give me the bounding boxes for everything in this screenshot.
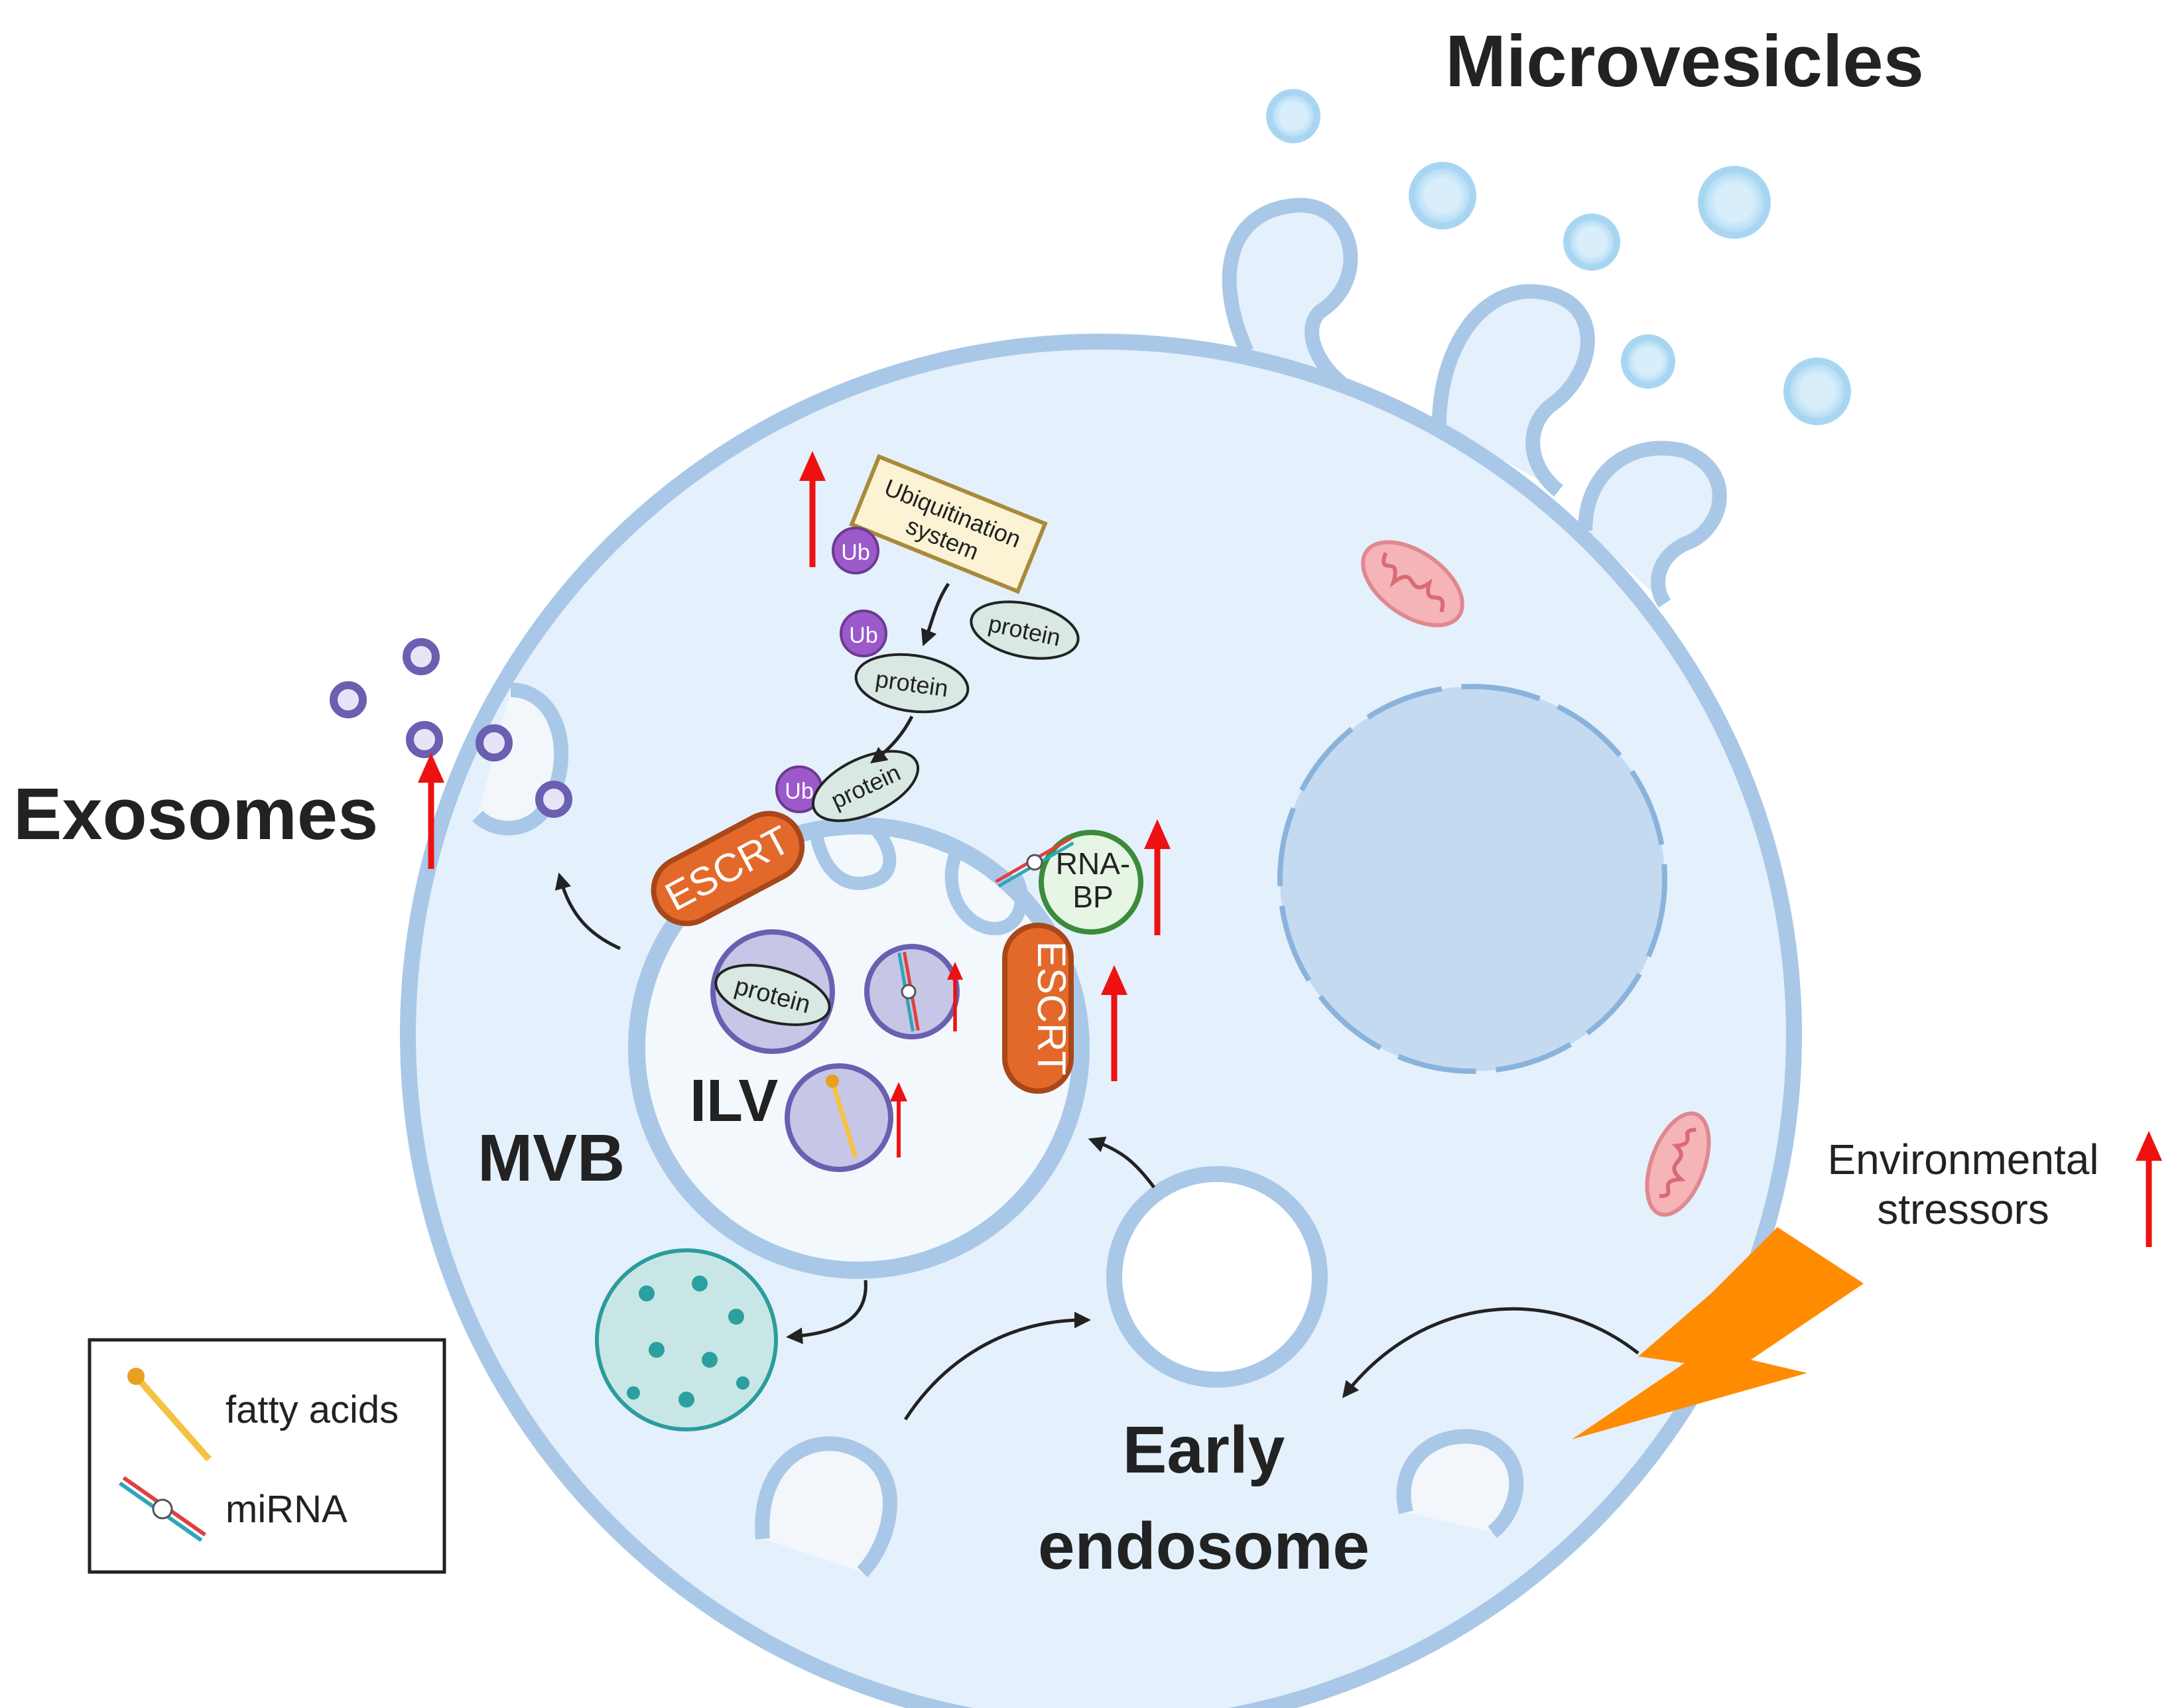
arrow-mvb-to-lysosome xyxy=(786,1280,867,1345)
mitochondria-icon xyxy=(1361,540,1464,627)
escrt-label: ESCRT xyxy=(1029,941,1074,1075)
rna-bp xyxy=(1039,830,1143,935)
arrow-mvb-to-exosomes xyxy=(554,872,621,951)
rna-bp-label-line2: BP xyxy=(1072,880,1113,914)
microvesicle xyxy=(1409,162,1476,230)
legend-label: miRNA xyxy=(225,1488,348,1531)
ilv-fatty-acid xyxy=(785,1063,893,1172)
protein: protein xyxy=(970,600,1080,660)
microvesicle xyxy=(1698,166,1771,239)
exosomes-group xyxy=(330,638,572,818)
environmental-up-arrow xyxy=(2136,1131,2162,1247)
fatty-acid-icon xyxy=(127,1368,212,1462)
exosome xyxy=(330,681,367,718)
membrane-bud xyxy=(1432,284,1595,497)
membrane-invagination-right xyxy=(1396,1429,1524,1538)
ilv-protein: protein xyxy=(710,929,835,1054)
microvesicles-group xyxy=(1266,89,1851,425)
ub-label: Ub xyxy=(849,623,877,648)
arrow-endocytosis-to-endosome xyxy=(903,1311,1091,1421)
environmental-stressors-line1: Environmental xyxy=(1827,1136,2098,1183)
mvb-bud xyxy=(809,824,897,890)
mvb-bud xyxy=(944,853,1028,936)
microvesicle xyxy=(1266,89,1320,143)
ub-label: Ub xyxy=(841,540,869,565)
mirna-icon xyxy=(897,951,920,1032)
early-endosome-label-line1: Early xyxy=(1123,1413,1285,1487)
nucleus xyxy=(1277,684,1667,1074)
escrt-complex: ESCRT xyxy=(651,811,805,927)
protein: protein xyxy=(854,653,970,714)
microvesicle xyxy=(1783,358,1851,425)
protein: protein xyxy=(811,750,920,822)
early-endosome xyxy=(1106,1166,1328,1388)
ub-tag xyxy=(840,610,887,657)
flow-arrow xyxy=(921,582,950,647)
membrane-invagination-bottom xyxy=(755,1436,897,1577)
arrow-endosome-to-mvb xyxy=(1088,1136,1155,1189)
lightning-icon xyxy=(1572,1227,1864,1439)
microvesicle xyxy=(1563,214,1620,271)
mvb-label: MVB xyxy=(478,1121,625,1195)
mirna-icon xyxy=(118,1476,207,1542)
lysosome xyxy=(595,1248,778,1431)
membrane-bud xyxy=(1222,198,1358,398)
ilv-label: ILV xyxy=(690,1068,778,1134)
early-endosome-label-line2: endosome xyxy=(1038,1509,1370,1583)
mirna-icon xyxy=(995,836,1074,888)
exosome xyxy=(406,721,443,758)
exosome xyxy=(535,781,572,818)
escrt-complex: ESCRT xyxy=(1002,923,1074,1094)
legend: fatty acids miRNA xyxy=(88,1338,446,1574)
fatty-acid-icon xyxy=(826,1075,858,1159)
legend-box xyxy=(88,1338,446,1574)
environmental-stressors-line2: stressors xyxy=(1877,1185,2049,1233)
ub-label: Ub xyxy=(785,779,813,804)
microvesicles-label: Microvesicles xyxy=(1445,21,1924,102)
mitochondria-icon xyxy=(1645,1111,1711,1217)
rna-bp-label-line1: RNA- xyxy=(1056,846,1130,881)
microvesicle xyxy=(1621,334,1675,389)
flow-arrow xyxy=(870,715,914,764)
exosomes-label: Exosomes xyxy=(13,773,378,855)
arrow-stressors-to-endosome xyxy=(1342,1307,1639,1398)
exosome xyxy=(403,638,440,675)
exosome xyxy=(476,724,513,761)
ub-tag xyxy=(832,527,879,574)
ilv-mirna xyxy=(864,944,960,1039)
membrane-bud xyxy=(1578,440,1727,608)
legend-label: fatty acids xyxy=(225,1388,399,1431)
